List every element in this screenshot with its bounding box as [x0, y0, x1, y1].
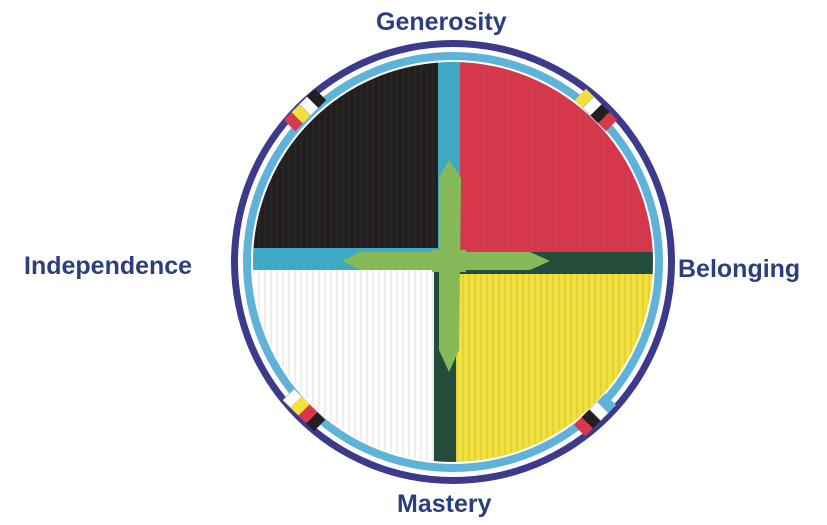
medicine-wheel: [0, 0, 827, 525]
